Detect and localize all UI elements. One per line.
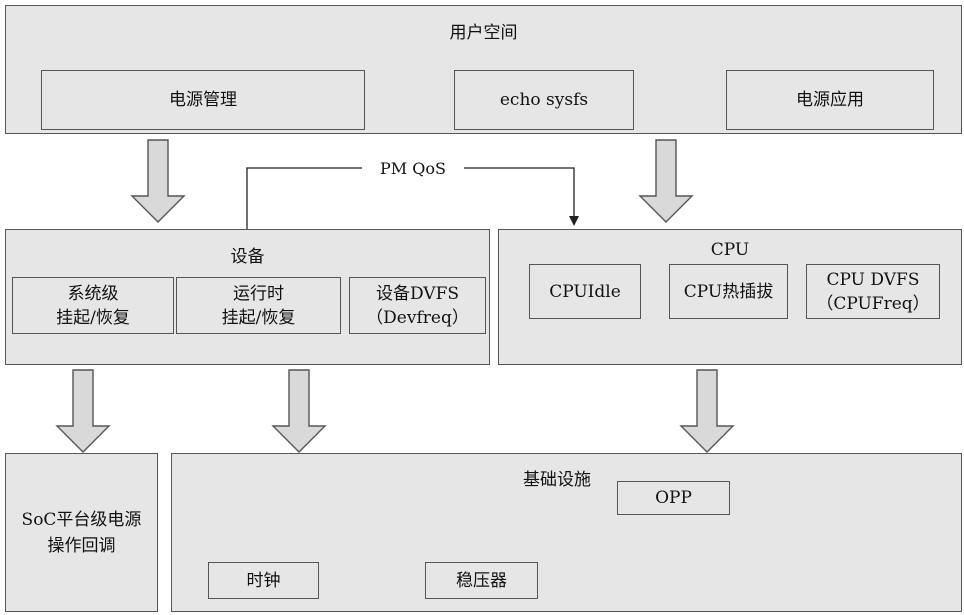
regulator-box: 稳压器 xyxy=(425,562,538,599)
opp-box: OPP xyxy=(617,481,730,515)
cpu-hotplug-box: CPU热插拔 xyxy=(669,264,788,319)
cpuidle-box: CPUIdle xyxy=(529,264,641,319)
device-dvfs-box: 设备DVFS（Devfreq） xyxy=(349,277,486,334)
arrow-device-to-soc xyxy=(55,369,111,453)
user-space-title: 用户空间 xyxy=(449,23,518,43)
cpu-title: CPU xyxy=(710,240,750,260)
infrastructure-title: 基础设施 xyxy=(523,470,591,490)
power-application-box: 电源应用 xyxy=(726,70,934,130)
system-suspend-resume-box: 系统级挂起/恢复 xyxy=(12,277,174,334)
runtime-suspend-resume-box: 运行时挂起/恢复 xyxy=(176,277,341,334)
arrow-user-to-device xyxy=(130,139,186,223)
pm-qos-label: PM QoS xyxy=(362,158,464,180)
device-title: 设备 xyxy=(230,247,265,267)
power-management-box: 电源管理 xyxy=(41,70,365,130)
soc-callback-panel: SoC平台级电源操作回调 xyxy=(5,453,158,612)
echo-sysfs-box: echo sysfs xyxy=(454,70,634,130)
arrow-cpu-to-infra xyxy=(679,369,735,453)
cpu-dvfs-box: CPU DVFS（CPUFreq） xyxy=(806,264,940,319)
arrow-device-to-infra xyxy=(271,369,327,453)
arrow-user-to-cpu xyxy=(638,139,694,223)
clock-box: 时钟 xyxy=(208,562,319,599)
